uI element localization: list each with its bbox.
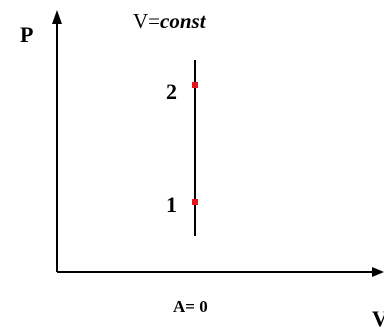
v-axis-label: V — [372, 306, 384, 328]
point-label-2: 2 — [166, 79, 177, 104]
process-title-const: const — [160, 9, 207, 33]
state-point-2 — [192, 82, 198, 88]
p-axis-label: P — [20, 22, 33, 47]
work-label: A= 0 — [173, 297, 208, 316]
p-axis-arrow — [52, 10, 62, 24]
process-title-prefix: V= — [133, 9, 160, 33]
point-label-1: 1 — [166, 192, 177, 217]
v-axis-arrow — [372, 267, 384, 277]
process-title: V=const — [133, 9, 207, 33]
state-point-1 — [192, 199, 198, 205]
